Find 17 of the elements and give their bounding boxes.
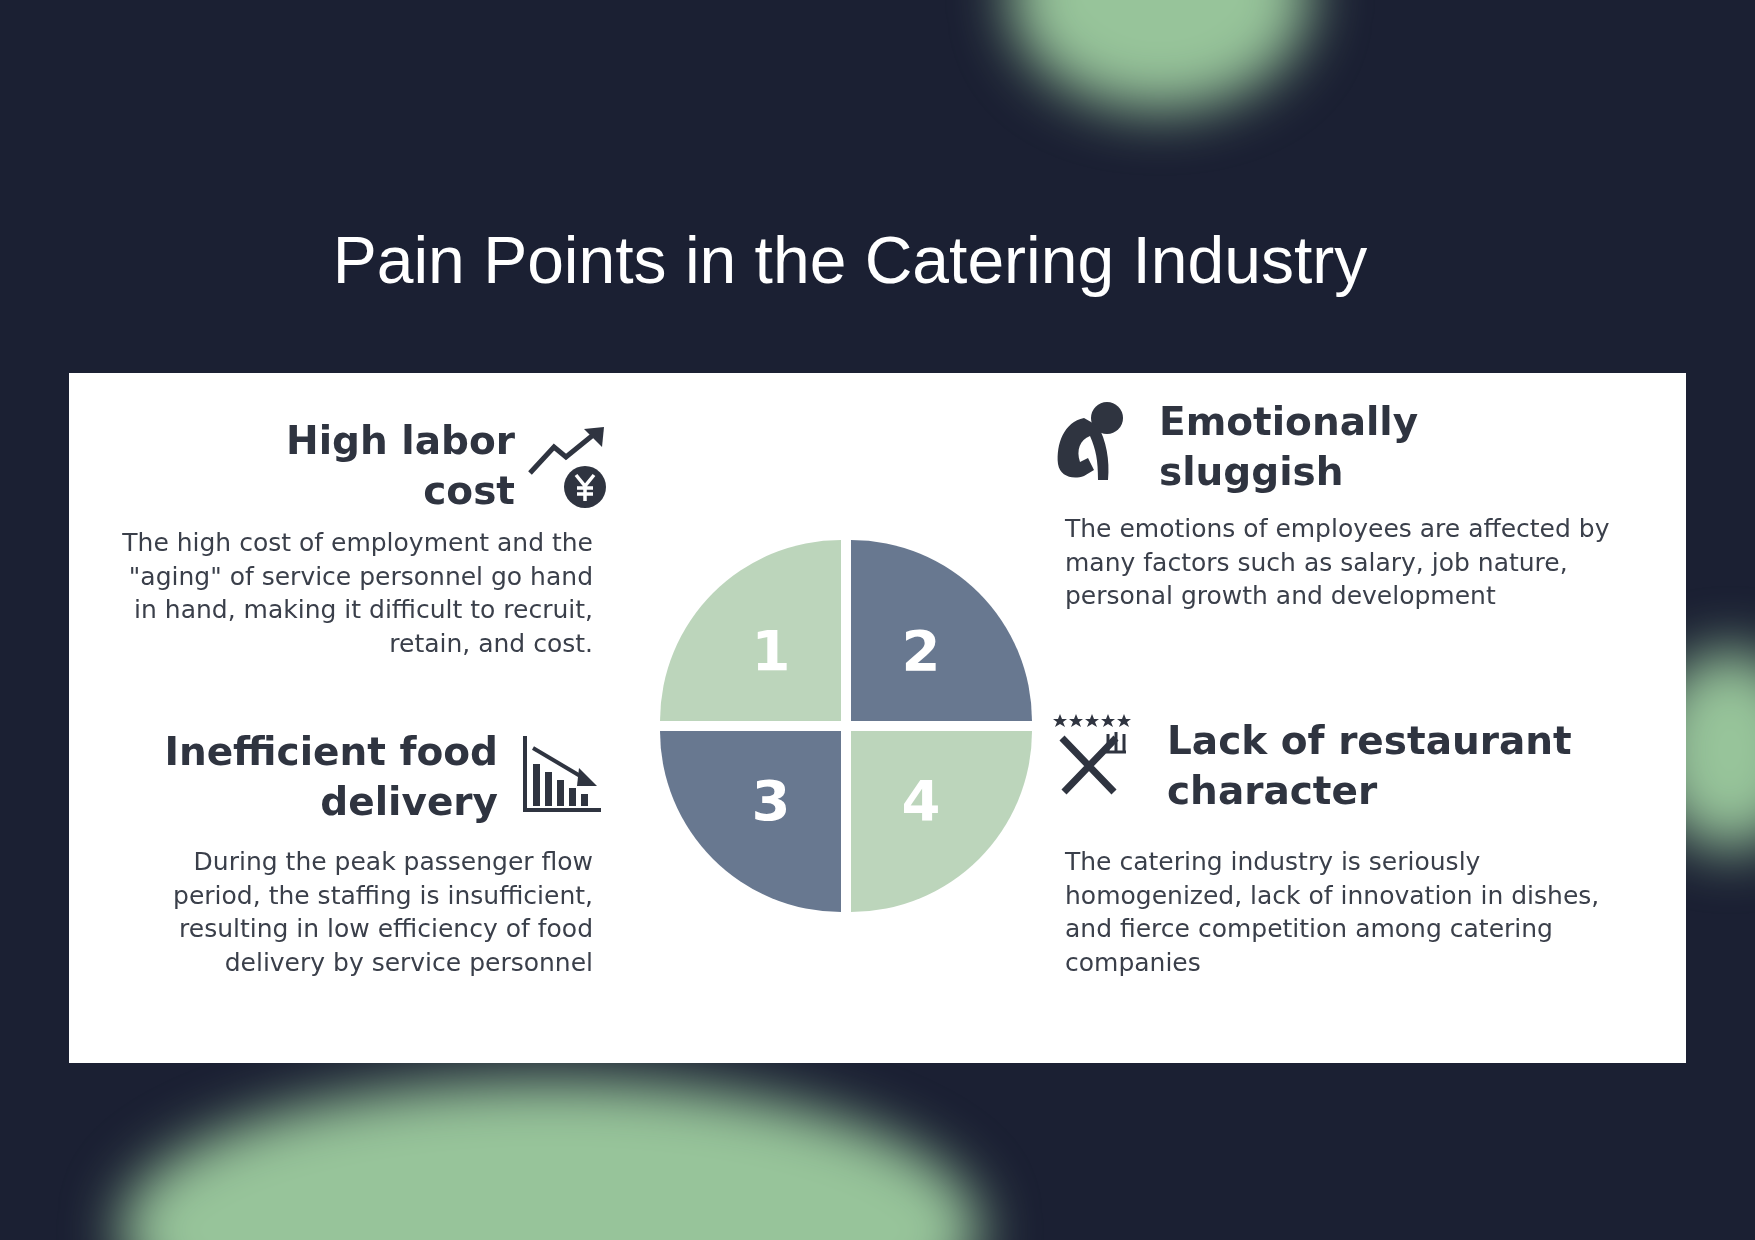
description: During the peak passenger flow period, the staffing is insufficient, resulting in low efficiency of food delivery by service personnel bbox=[172, 846, 593, 979]
pie-quadrant bbox=[851, 731, 1032, 912]
pie-quadrant bbox=[851, 540, 1032, 721]
heading: Emotionally sluggish bbox=[1159, 398, 1420, 496]
heading: Lack of restaurant character bbox=[1167, 717, 1573, 815]
quadrant-number: 1 bbox=[750, 621, 792, 681]
description: The catering industry is seriously homogenized, lack of innovation in dishes, and fierce competition among catering companies bbox=[1065, 846, 1601, 979]
pie-quadrant bbox=[660, 540, 841, 721]
pie-quadrant bbox=[660, 731, 841, 912]
quadrant-number: 4 bbox=[900, 771, 942, 831]
quadrant-number: 2 bbox=[900, 621, 942, 681]
heading: Inefficient food delivery bbox=[163, 728, 498, 826]
quadrant-number: 3 bbox=[750, 771, 792, 831]
description: The emotions of employees are affected by many factors such as salary, job nature, personal growth and development bbox=[1065, 513, 1611, 613]
heading: High labor cost bbox=[285, 417, 515, 515]
title: Pain Points in the Catering Industry bbox=[331, 222, 1369, 298]
description: The high cost of employment and the "aging" of service personnel go hand in hand, making it difficult to recruit, retain, and cost. bbox=[121, 527, 593, 660]
